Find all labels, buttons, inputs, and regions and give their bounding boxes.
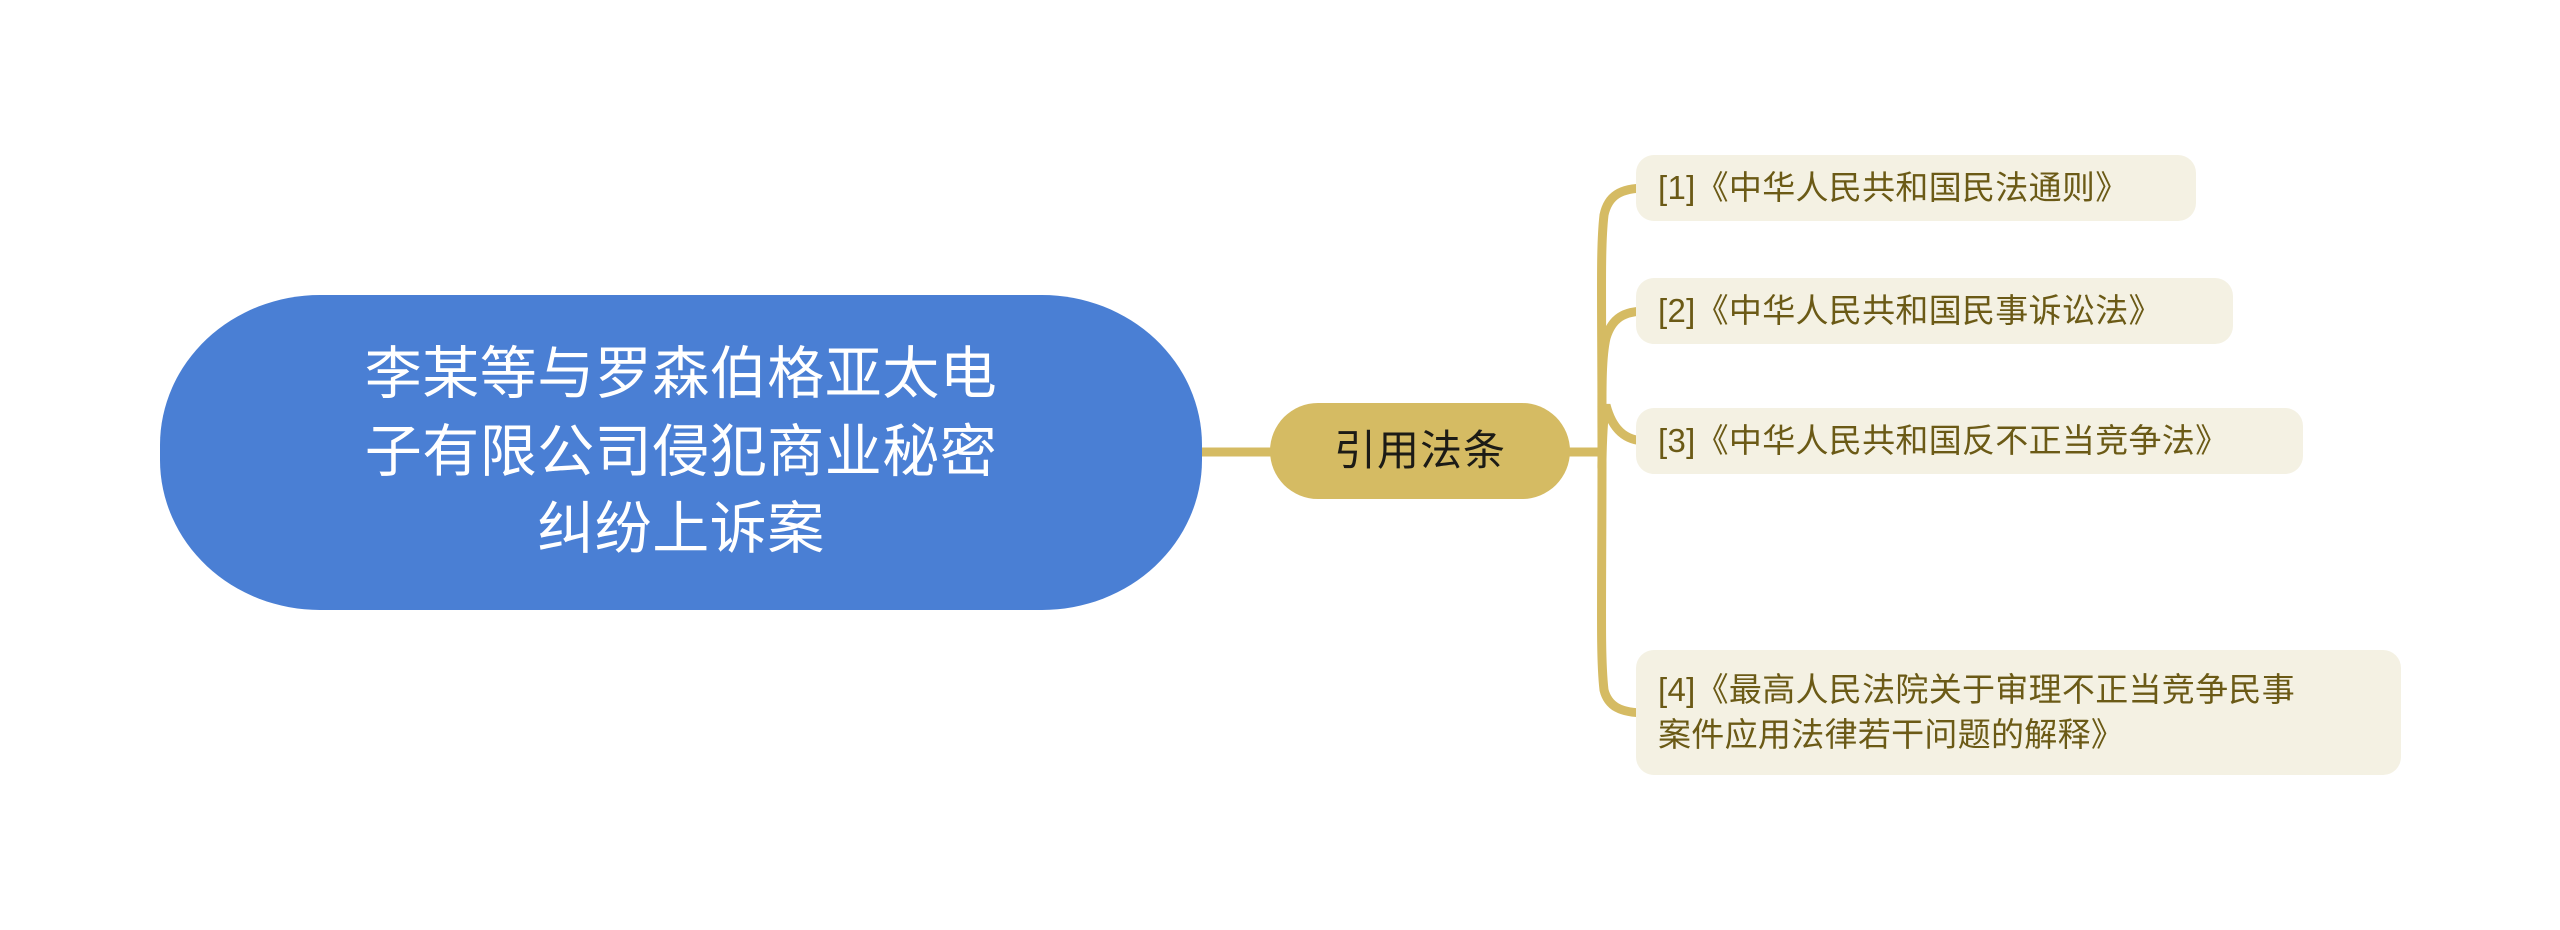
branch-node-cited-provisions[interactable]: 引用法条: [1270, 403, 1570, 499]
leaf-node-3[interactable]: [3]《中华人民共和国反不正当竞争法》: [1636, 408, 2303, 474]
leaf-node-2[interactable]: [2]《中华人民共和国民事诉讼法》: [1636, 278, 2233, 344]
leaf-node-3-label: [3]《中华人民共和国反不正当竞争法》: [1658, 421, 2229, 459]
leaf-node-4-label: [4]《最高人民法院关于审理不正当竞争民事 案件应用法律若干问题的解释》: [1658, 670, 2295, 753]
root-node-label: 李某等与罗森伯格亚太电 子有限公司侵犯商业秘密 纠纷上诉案: [364, 342, 998, 562]
root-node[interactable]: 李某等与罗森伯格亚太电 子有限公司侵犯商业秘密 纠纷上诉案: [160, 295, 1202, 610]
leaf-node-2-label: [2]《中华人民共和国民事诉讼法》: [1658, 291, 2162, 329]
leaf-node-1[interactable]: [1]《中华人民共和国民法通则》: [1636, 155, 2196, 221]
leaf-node-1-label: [1]《中华人民共和国民法通则》: [1658, 168, 2129, 206]
leaf-node-4[interactable]: [4]《最高人民法院关于审理不正当竞争民事 案件应用法律若干问题的解释》: [1636, 650, 2401, 775]
branch-node-label: 引用法条: [1333, 427, 1506, 474]
